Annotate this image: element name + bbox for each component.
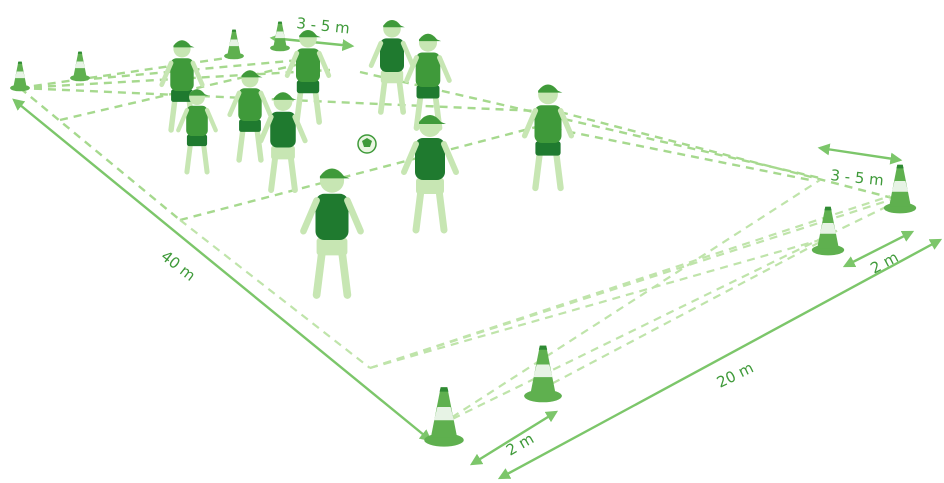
player-figure-icon	[407, 34, 450, 128]
players	[162, 20, 572, 295]
training-cone-icon	[270, 22, 290, 52]
player-figure-icon	[230, 70, 271, 160]
training-cone-icon	[812, 207, 844, 256]
training-cone-icon	[70, 52, 90, 82]
label-cone-gap-right: 3 - 5 m	[830, 166, 885, 189]
label-field-width: 20 m	[714, 359, 756, 392]
player-figure-icon	[303, 169, 360, 296]
dimension-lines	[14, 38, 940, 478]
training-cone-icon	[524, 346, 562, 403]
label-cone-gap-bottom: 2 m	[503, 429, 537, 459]
training-cone-icon	[884, 165, 916, 214]
player-figure-icon	[525, 84, 572, 188]
cones	[10, 22, 916, 447]
training-cone-icon	[224, 30, 244, 60]
training-cone-icon	[10, 62, 30, 92]
player-figure-icon	[371, 20, 413, 112]
player-figure-icon	[404, 115, 456, 230]
label-field-length: 40 m	[158, 247, 199, 285]
pass-lines	[20, 56, 900, 425]
soccer-ball-icon	[358, 135, 376, 153]
